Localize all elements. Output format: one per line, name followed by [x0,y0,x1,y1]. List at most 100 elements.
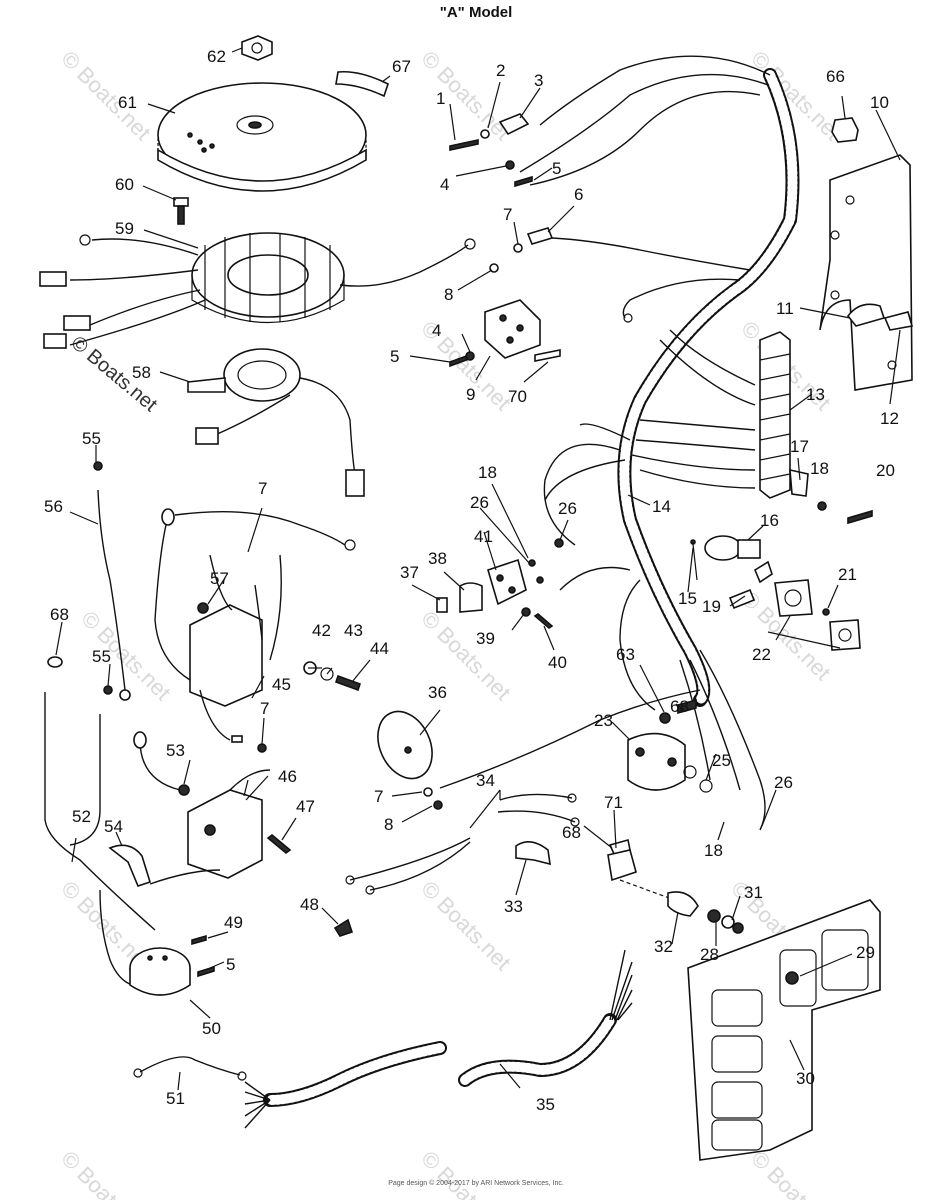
callout-68: 68 [670,697,689,716]
callout-51: 51 [166,1089,185,1108]
watermark: © Boats.net [746,1146,845,1200]
callout-63: 63 [616,645,635,664]
callout-43: 43 [344,621,363,640]
callout-1: 1 [436,89,445,108]
screw-part [173,197,189,225]
callout-7: 7 [258,479,267,498]
callout-59: 59 [115,219,134,238]
callout-46: 46 [278,767,297,786]
callout-40: 40 [548,653,567,672]
ground-wire-part [97,489,126,691]
rectifier-part [449,299,561,368]
callout-28: 28 [700,945,719,964]
switch-plate-part [767,579,861,651]
coil-part [133,731,292,879]
callout-labels: 62 67 61 60 59 58 1 2 3 4 5 6 7 8 4 5 9 … [44,47,899,1114]
callout-45: 45 [272,675,291,694]
callout-20: 20 [876,461,895,480]
callout-5: 5 [552,159,561,178]
nut-part [241,35,273,61]
callout-39: 39 [476,629,495,648]
callout-8: 8 [444,285,453,304]
callout-68: 68 [50,605,69,624]
callout-3: 3 [534,71,543,90]
callout-4: 4 [440,175,449,194]
callout-21: 21 [838,565,857,584]
callout-19: 19 [702,597,721,616]
key-part [335,70,389,98]
relay-group [436,538,564,630]
screw-part [883,311,914,331]
callout-8: 8 [384,815,393,834]
callout-38: 38 [428,549,447,568]
callout-57: 57 [210,569,229,588]
copyright-text: Page design © 2004-2017 by ARI Network S… [388,1180,564,1187]
callout-34: 34 [476,771,495,790]
spark-cap-part [108,844,151,887]
callout-41: 41 [474,527,493,546]
callout-7: 7 [503,205,512,224]
callout-60: 60 [115,175,134,194]
callout-31: 31 [744,883,763,902]
wire-part [44,692,156,931]
watermark: © Boats.net [746,46,845,145]
terminal-part [607,849,637,882]
callout-70: 70 [508,387,527,406]
callout-58: 58 [132,363,151,382]
screw-part [847,509,873,525]
callout-44: 44 [370,639,389,658]
callout-18: 18 [704,841,723,860]
stator-part [191,232,345,323]
callout-12: 12 [880,409,899,428]
callout-6: 6 [574,185,583,204]
callout-18: 18 [810,459,829,478]
callout-13: 13 [806,385,825,404]
solenoid-part [627,698,713,793]
callout-25: 25 [712,751,731,770]
leader-lines [55,47,901,1091]
clip-part [333,918,354,937]
copyright-footer: Page design © 2004-2017 by ARI Network S… [0,1180,952,1188]
callout-37: 37 [400,563,419,582]
callout-9: 9 [466,385,475,404]
watermark: © Boats.net [56,46,155,145]
callout-30: 30 [796,1069,815,1088]
callout-33: 33 [504,897,523,916]
callout-5: 5 [226,955,235,974]
callout-26: 26 [470,493,489,512]
terminal-block-part [759,331,791,499]
callout-2: 2 [496,61,505,80]
flywheel-part [157,82,367,192]
trigger-part [187,348,365,497]
callout-22: 22 [752,645,771,664]
diagram-title: "A" Model [439,4,513,21]
battery-cable-part [499,793,573,801]
callout-53: 53 [166,741,185,760]
callout-23: 23 [594,711,613,730]
callout-26: 26 [774,773,793,792]
mounting-plate-part [687,899,881,1161]
callout-29: 29 [856,943,875,962]
callout-49: 49 [224,913,243,932]
callout-50: 50 [202,1019,221,1038]
callout-7: 7 [260,699,269,718]
clamp-part [515,841,551,866]
callout-52: 52 [72,807,91,826]
callout-32: 32 [654,937,673,956]
callout-26: 26 [558,499,577,518]
callout-17: 17 [790,437,809,456]
wire-part [139,1056,241,1076]
callout-18: 18 [478,463,497,482]
callout-36: 36 [428,683,447,702]
power-pack-part [154,508,356,743]
clamp-part [846,303,886,327]
callout-56: 56 [44,497,63,516]
callout-11: 11 [776,299,794,318]
watermark: © Boats.net [416,1146,515,1200]
switch-part [129,934,215,996]
callout-5: 5 [390,347,399,366]
callout-66: 66 [826,67,845,86]
watermark: © Boats.net [416,876,515,975]
callout-47: 47 [296,797,315,816]
